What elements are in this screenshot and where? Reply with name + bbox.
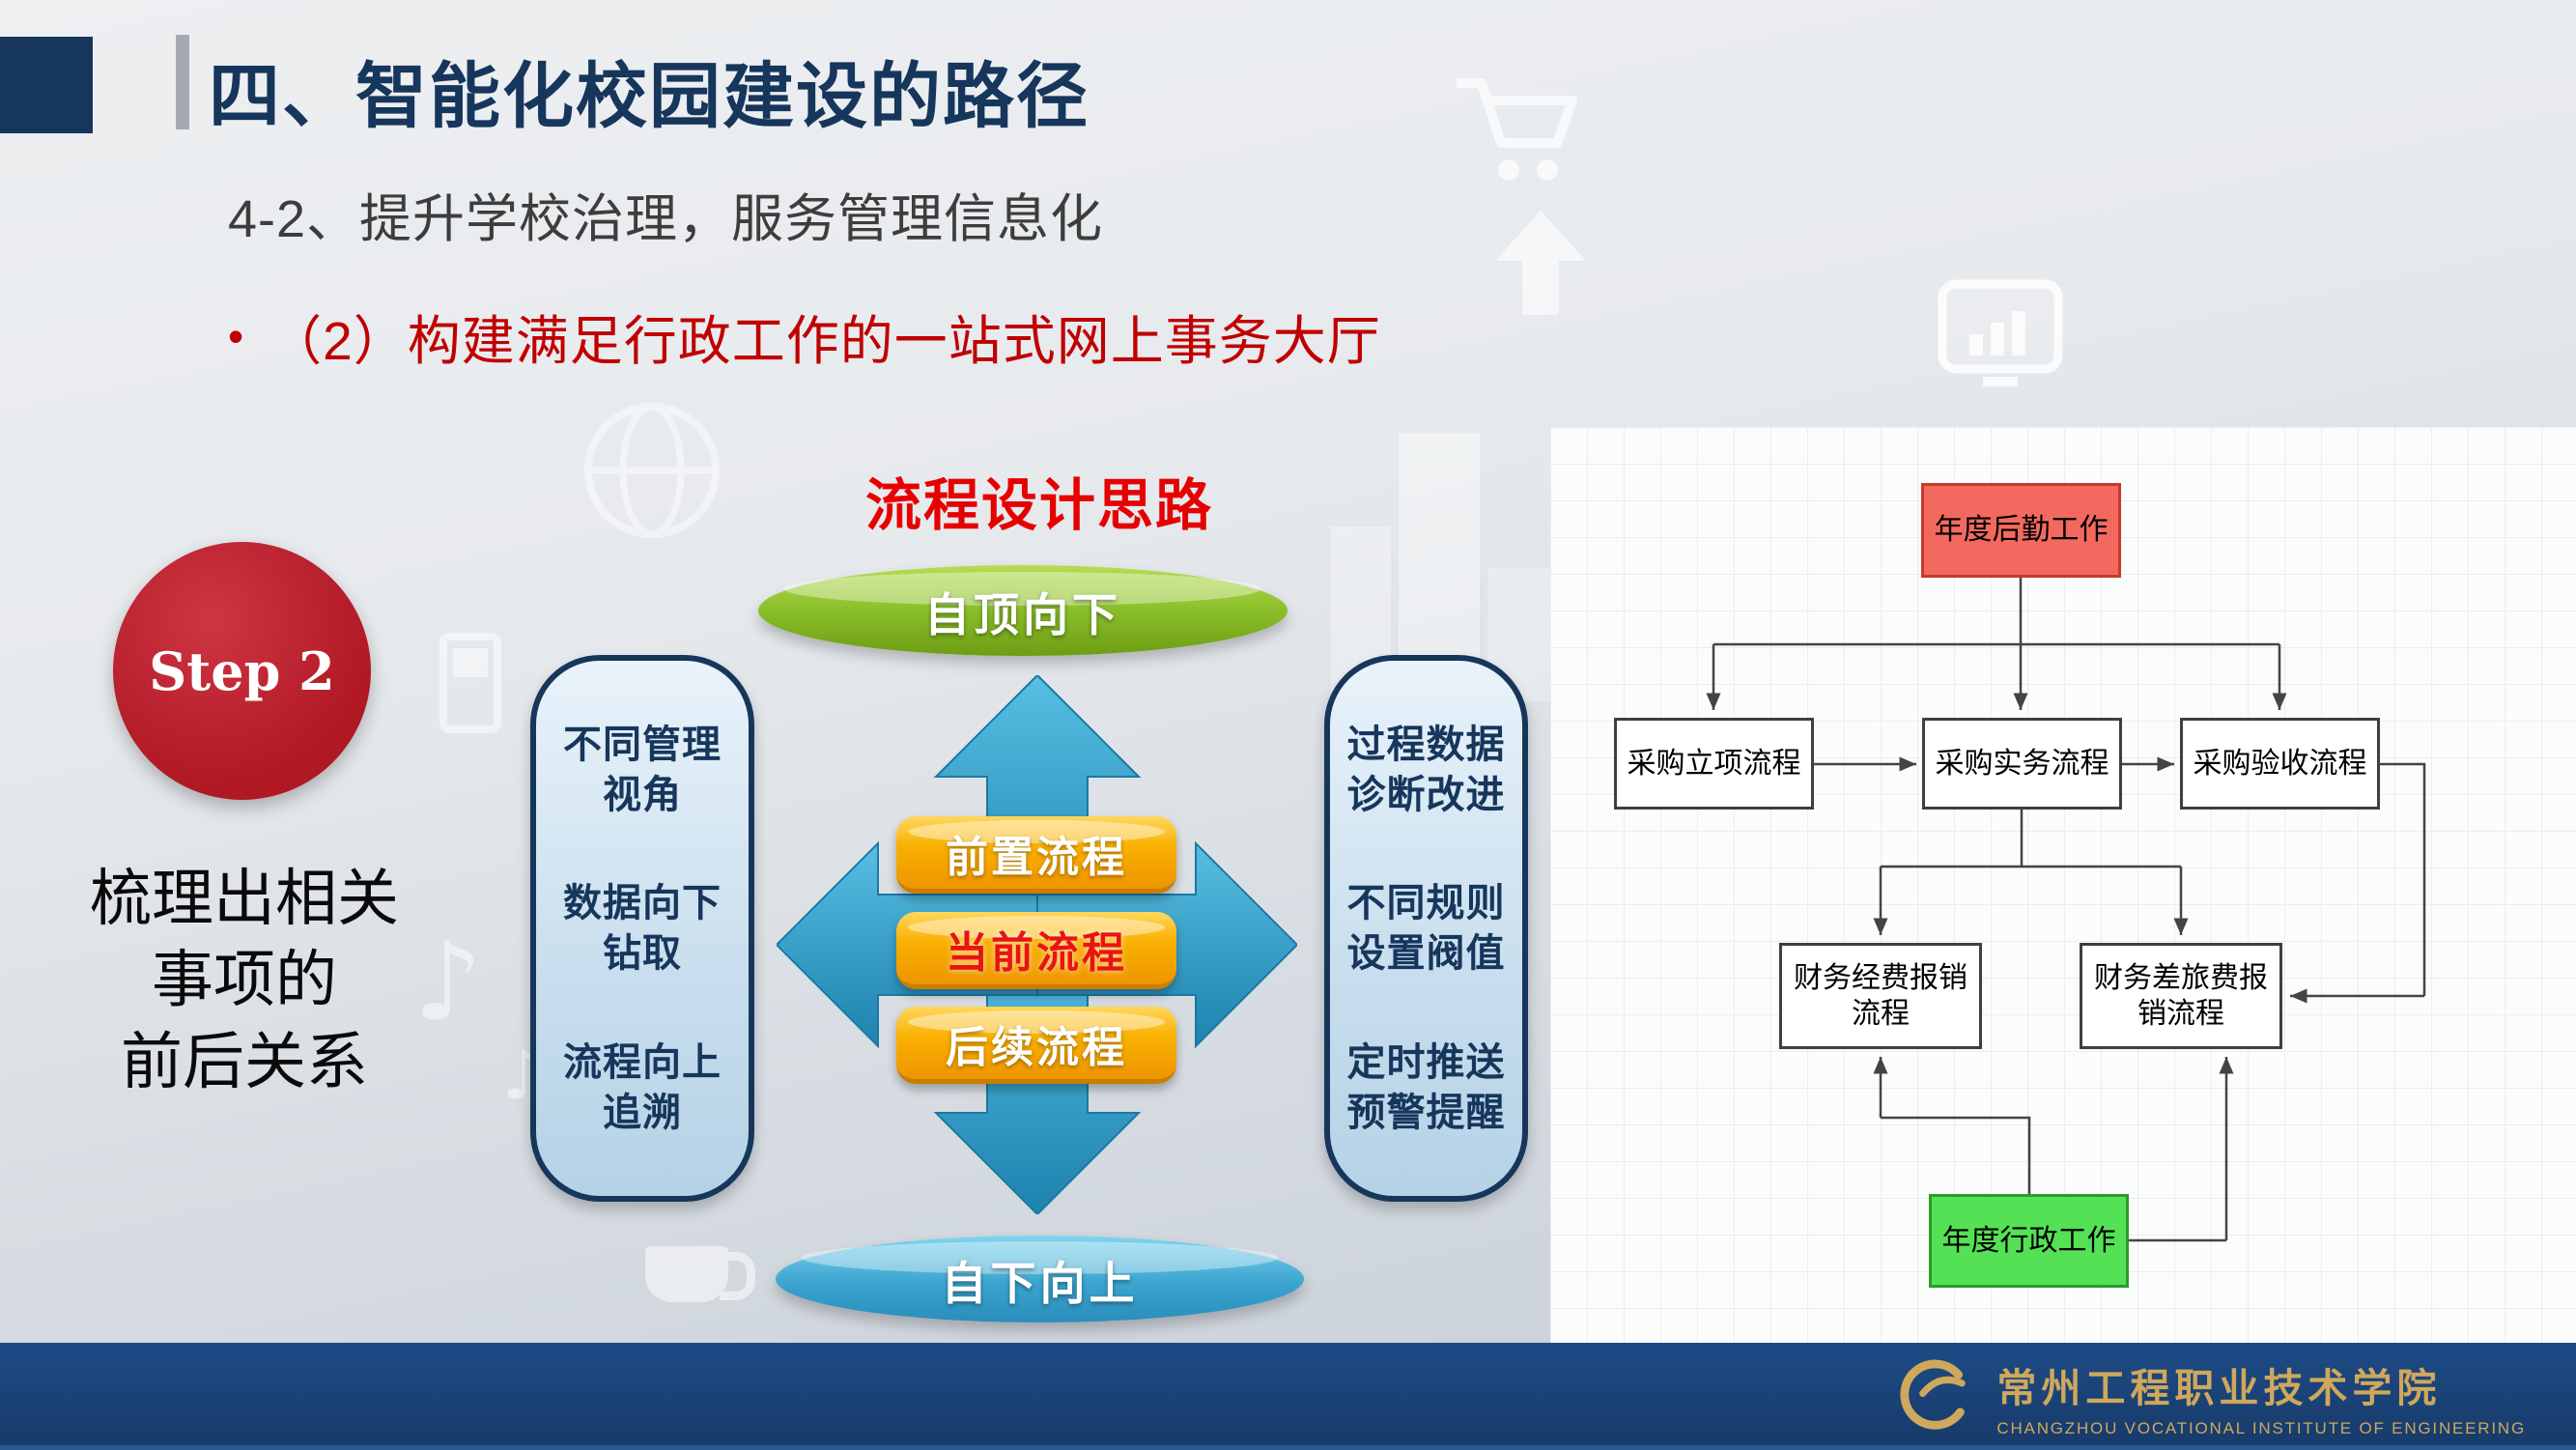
stack-item-label: 前置流程 — [946, 833, 1127, 881]
bottom-banner-label: 自下向上 — [941, 1257, 1139, 1309]
left-panel-item: 数据向下 钻取 — [563, 882, 722, 975]
school-name: 常州工程职业技术学院 — [1996, 1365, 2442, 1410]
stack-item-previous-process: 前置流程 — [896, 816, 1176, 894]
flowchart-panel: 年度后勤工作 采购立项流程 采购实务流程 采购验收流程 财务经费报销 流程 财务… — [1550, 427, 2576, 1343]
flowchart-connectors — [1706, 578, 2426, 1242]
stack-item-next-process: 后续流程 — [896, 1007, 1176, 1084]
flowchart-node-annual-admin: 年度行政工作 — [1929, 1194, 2129, 1288]
flowchart-node-procurement-practice: 采购实务流程 — [1922, 718, 2122, 810]
shopping-cart-icon — [1457, 78, 1577, 181]
flowchart-node-annual-logistics: 年度后勤工作 — [1921, 483, 2121, 578]
left-panel-item: 流程向上 追溯 — [563, 1040, 722, 1134]
school-name-en: CHANGZHOU VOCATIONAL INSTITUTE OF ENGINE… — [1996, 1418, 2526, 1437]
school-logo-icon — [1900, 1359, 1967, 1430]
left-capability-panel: 不同管理 视角 数据向下 钻取 流程向上 追溯 — [530, 655, 754, 1202]
bottom-banner-cylinder: 自下向上 — [776, 1236, 1304, 1322]
right-panel-item: 定时推送 预警提醒 — [1346, 1040, 1506, 1134]
step-description: 梳理出相关 事项的 前后关系 — [90, 864, 399, 1096]
up-arrow-icon — [1495, 211, 1586, 315]
bullet-line: • （2）构建满足行政工作的一站式网上事务大厅 — [228, 298, 1381, 375]
right-panel-item: 过程数据 诊断改进 — [1346, 723, 1506, 816]
stack-item-label: 后续流程 — [946, 1023, 1127, 1071]
step-badge-label: Step 2 — [149, 640, 335, 702]
flowchart-node-finance-travel: 财务差旅费报 销流程 — [2080, 943, 2282, 1049]
bullet-marker: • — [228, 311, 244, 361]
process-design-title: 流程设计思路 — [865, 474, 1214, 537]
stack-item-current-process: 当前流程 — [896, 912, 1176, 989]
school-brand: 常州工程职业技术学院 CHANGZHOU VOCATIONAL INSTITUT… — [1892, 1354, 2526, 1439]
globe-icon — [584, 403, 720, 538]
monitor-chart-icon — [1938, 279, 2063, 386]
flowchart-node-finance-expense: 财务经费报销 流程 — [1779, 943, 1982, 1049]
right-capability-panel: 过程数据 诊断改进 不同规则 设置阀值 定时推送 预警提醒 — [1324, 655, 1528, 1202]
coffee-cup-icon — [645, 1246, 755, 1302]
slide-title: 四、智能化校园建设的路径 — [209, 56, 1090, 136]
mobile-phone-icon — [439, 633, 501, 733]
school-brand-text: 常州工程职业技术学院 CHANGZHOU VOCATIONAL INSTITUT… — [1996, 1355, 2526, 1438]
footer-bar: 常州工程职业技术学院 CHANGZHOU VOCATIONAL INSTITUT… — [0, 1343, 2576, 1450]
flowchart-node-procurement-initiation: 采购立项流程 — [1614, 718, 1814, 810]
step-badge: Step 2 — [113, 542, 371, 800]
top-banner-cylinder: 自顶向下 — [758, 565, 1288, 656]
slide-subtitle: 4-2、提升学校治理，服务管理信息化 — [228, 190, 1104, 248]
corner-accent-block — [0, 37, 93, 133]
top-banner-label: 自顶向下 — [924, 588, 1121, 640]
stack-item-label: 当前流程 — [946, 928, 1127, 977]
left-panel-item: 不同管理 视角 — [563, 723, 722, 816]
title-accent-bar — [176, 35, 189, 129]
right-panel-item: 不同规则 设置阀值 — [1346, 882, 1506, 975]
flowchart-node-procurement-acceptance: 采购验收流程 — [2180, 718, 2380, 810]
bullet-text: （2）构建满足行政工作的一站式网上事务大厅 — [269, 311, 1381, 371]
